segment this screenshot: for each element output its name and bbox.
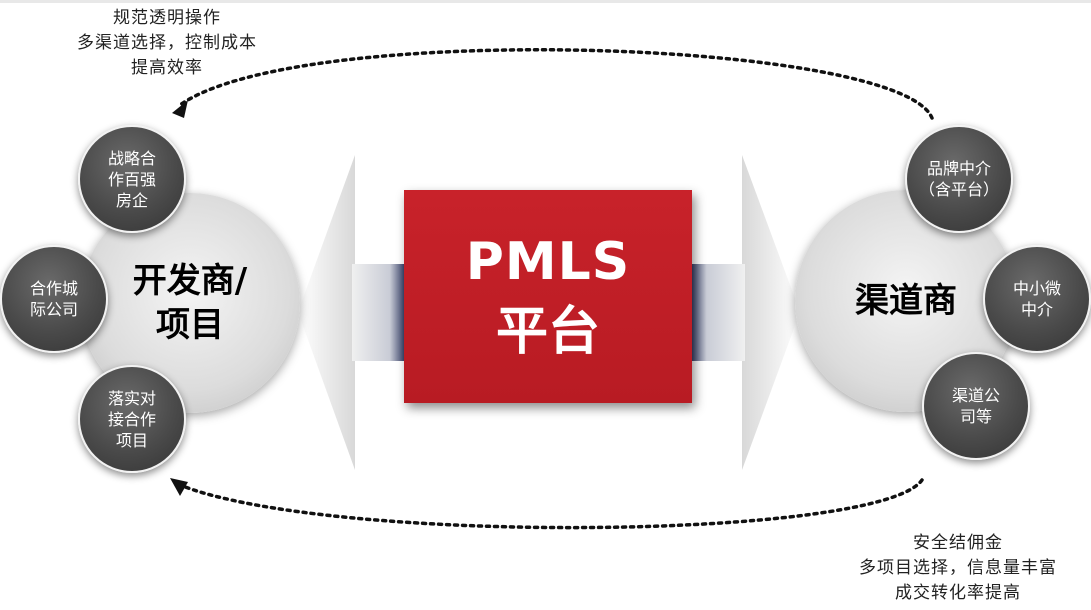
satellite-text: 中小微	[1012, 279, 1061, 298]
left-arrow-shaft	[352, 264, 406, 361]
right-arrow-head	[742, 155, 800, 470]
top-note-line-1: 规范透明操作	[113, 8, 221, 28]
satellite-text: 际公司	[29, 300, 78, 319]
developer-label-line-1: 开发商/	[132, 261, 248, 301]
left-arrow-head	[298, 155, 355, 470]
satellite-small-agencies: 中小微 中介	[983, 245, 1091, 353]
top-arrow-tip	[172, 100, 188, 118]
developer-label-line-2: 项目	[155, 305, 224, 345]
bottom-arrow-tip	[170, 478, 188, 496]
platform-subtitle: 平台	[495, 301, 600, 362]
satellite-text: 落实对	[107, 388, 156, 408]
bottom-note-line-1: 安全结佣金	[913, 533, 1003, 553]
top-note: 规范透明操作 多渠道选择，控制成本 提高效率	[52, 6, 282, 81]
satellite-text: 合作城	[29, 279, 78, 298]
satellite-text: 作百强	[107, 169, 156, 189]
satellite-text: 司等	[959, 407, 992, 426]
satellite-text: 项目	[115, 430, 148, 450]
satellite-text: 接合作	[107, 409, 156, 429]
bottom-note-line-2: 多项目选择，信息量丰富	[859, 558, 1057, 578]
channel-label: 渠道商	[855, 281, 957, 321]
satellite-text: 渠道公	[951, 386, 1000, 405]
satellite-text: 品牌中介	[926, 159, 991, 178]
top-dotted-arrow	[178, 48, 934, 120]
satellite-text: 中介	[1020, 300, 1053, 319]
satellite-strategic-developers: 战略合 作百强 房企	[78, 125, 186, 233]
platform-title: PMLS	[465, 231, 631, 292]
satellite-text: 战略合	[107, 148, 156, 168]
satellite-partner-companies: 合作城 际公司	[0, 245, 108, 353]
top-note-line-3: 提高效率	[131, 58, 203, 78]
bottom-note-line-3: 成交转化率提高	[895, 583, 1021, 603]
bottom-note: 安全结佣金 多项目选择，信息量丰富 成交转化率提高	[830, 531, 1086, 606]
top-note-line-2: 多渠道选择，控制成本	[77, 33, 257, 53]
pmls-platform-box: PMLS 平台	[404, 190, 692, 403]
satellite-channel-companies: 渠道公 司等	[922, 352, 1030, 460]
satellite-text: （含平台）	[918, 180, 999, 199]
satellite-text: 房企	[115, 190, 148, 210]
satellite-brand-agencies: 品牌中介 （含平台）	[905, 125, 1013, 233]
top-border	[0, 0, 1091, 3]
satellite-cooperation-projects: 落实对 接合作 项目	[78, 365, 186, 473]
right-arrow-shaft	[690, 264, 745, 361]
bottom-dotted-arrow	[178, 478, 924, 530]
